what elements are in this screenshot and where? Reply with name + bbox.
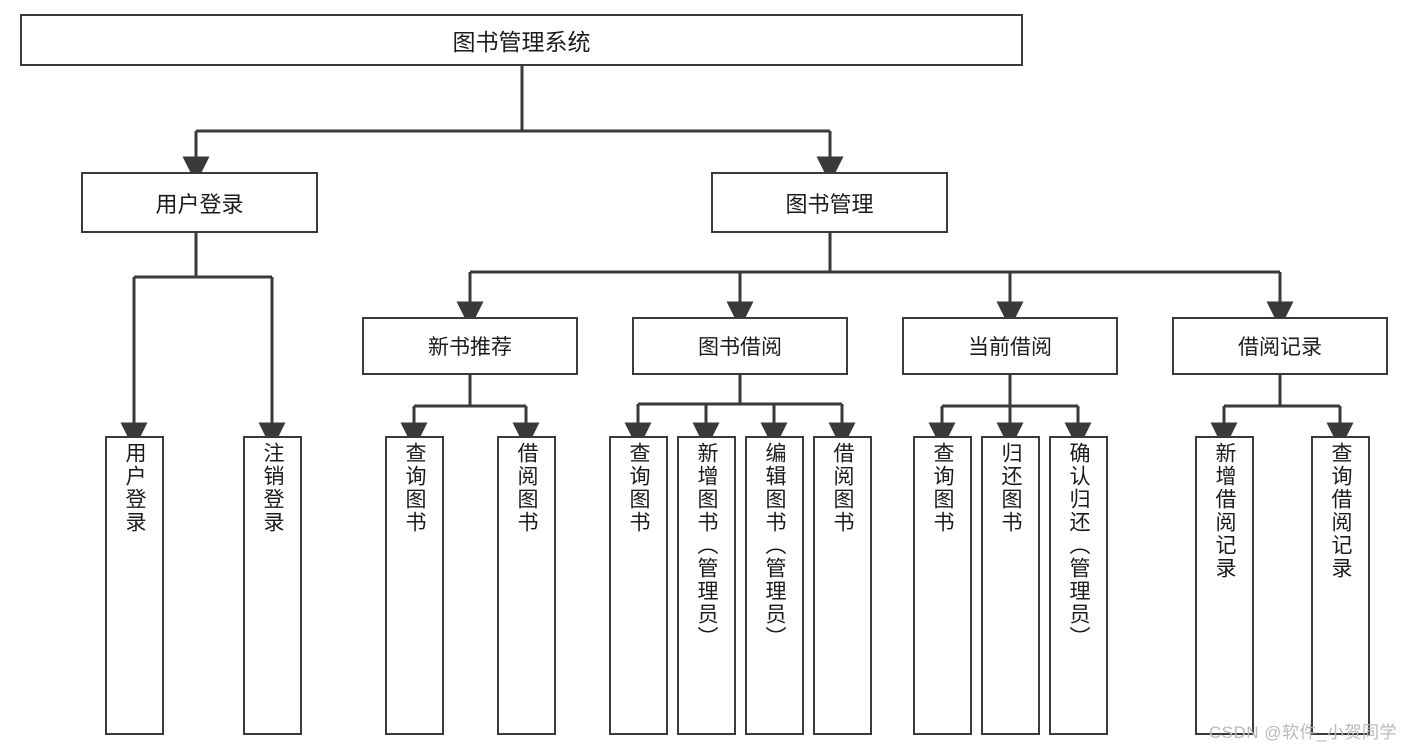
node-root-book-management-system[interactable]: 图书管理系统 xyxy=(20,14,1023,66)
leaf-return-book[interactable]: 归还图书 xyxy=(981,436,1040,735)
leaf-logout[interactable]: 注销登录 xyxy=(243,436,302,735)
leaf-add-book-admin[interactable]: 新增图书（管理员） xyxy=(677,436,736,735)
node-label: 新书推荐 xyxy=(428,336,512,359)
node-borrow-record[interactable]: 借阅记录 xyxy=(1172,317,1388,375)
leaf-query-book-current[interactable]: 查询图书 xyxy=(913,436,972,735)
node-label: 借阅图书 xyxy=(515,442,538,534)
node-book-management[interactable]: 图书管理 xyxy=(711,172,948,233)
node-label: 查询借阅记录 xyxy=(1329,442,1352,580)
node-new-book-recommend[interactable]: 新书推荐 xyxy=(362,317,578,375)
csdn-watermark: CSDN @软件_小贺同学 xyxy=(1208,723,1397,742)
node-label: 借阅记录 xyxy=(1238,336,1322,359)
node-label: 归还图书 xyxy=(999,442,1022,534)
leaf-borrow-book-recommend[interactable]: 借阅图书 xyxy=(497,436,556,735)
leaf-query-book-recommend[interactable]: 查询图书 xyxy=(385,436,444,735)
node-user-login[interactable]: 用户登录 xyxy=(81,172,318,233)
leaf-user-login[interactable]: 用户登录 xyxy=(105,436,164,735)
node-label: 查询图书 xyxy=(627,442,650,534)
leaf-confirm-return-admin[interactable]: 确认归还（管理员） xyxy=(1049,436,1108,735)
node-label: 用户登录 xyxy=(155,191,244,217)
node-label: 图书管理 xyxy=(785,191,874,217)
leaf-query-borrow-record[interactable]: 查询借阅记录 xyxy=(1311,436,1370,735)
leaf-add-borrow-record[interactable]: 新增借阅记录 xyxy=(1195,436,1254,735)
leaf-query-book-borrow[interactable]: 查询图书 xyxy=(609,436,668,735)
node-book-borrow[interactable]: 图书借阅 xyxy=(632,317,848,375)
node-label: 确认归还（管理员） xyxy=(1067,442,1090,649)
node-label: 借阅图书 xyxy=(831,442,854,534)
leaf-edit-book-admin[interactable]: 编辑图书（管理员） xyxy=(745,436,804,735)
node-label: 注销登录 xyxy=(261,442,284,534)
node-label: 新增借阅记录 xyxy=(1213,442,1236,580)
node-label: 用户登录 xyxy=(123,442,146,534)
leaf-borrow-book[interactable]: 借阅图书 xyxy=(813,436,872,735)
node-label: 当前借阅 xyxy=(968,336,1052,359)
node-current-borrow[interactable]: 当前借阅 xyxy=(902,317,1118,375)
node-label: 编辑图书（管理员） xyxy=(763,442,786,649)
node-label: 图书管理系统 xyxy=(452,29,591,55)
node-label: 新增图书（管理员） xyxy=(695,442,718,649)
node-label: 查询图书 xyxy=(931,442,954,534)
node-label: 查询图书 xyxy=(403,442,426,534)
node-label: 图书借阅 xyxy=(698,336,782,359)
